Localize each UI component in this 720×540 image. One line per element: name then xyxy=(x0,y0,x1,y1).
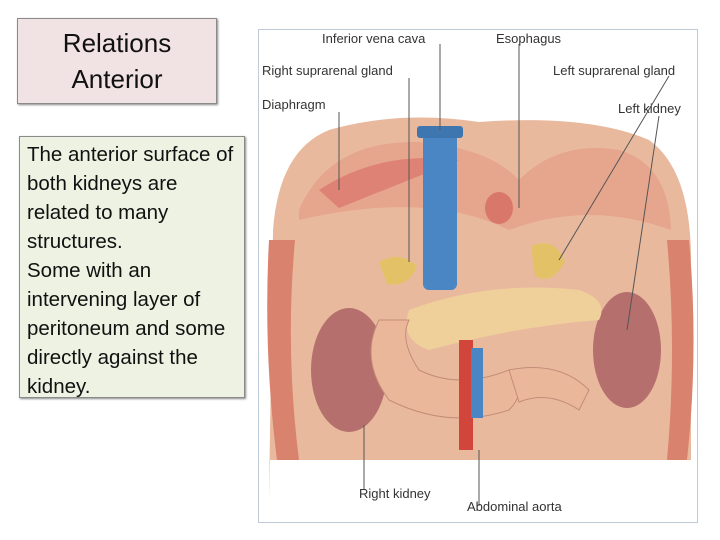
label-esophagus: Esophagus xyxy=(496,31,561,46)
label-right-kidney: Right kidney xyxy=(359,486,431,501)
label-left-kidney: Left kidney xyxy=(618,101,681,116)
lower-vein xyxy=(471,348,483,418)
body-paragraph-2: Some with an intervening layer of perito… xyxy=(27,256,240,401)
label-left-suprarenal-gland: Left suprarenal gland xyxy=(553,63,675,78)
label-diaphragm: Diaphragm xyxy=(262,97,326,112)
slide-title-box: Relations Anterior xyxy=(17,18,217,104)
title-line-2: Anterior xyxy=(63,61,171,97)
label-right-suprarenal-gland: Right suprarenal gland xyxy=(262,63,393,78)
slide-body-box: The anterior surface of both kidneys are… xyxy=(19,136,245,398)
label-abdominal-aorta: Abdominal aorta xyxy=(467,499,562,514)
ivc-shape xyxy=(423,130,457,290)
aorta-shape xyxy=(459,340,473,450)
esophagus-shape xyxy=(485,192,513,224)
label-inferior-vena-cava: Inferior vena cava xyxy=(322,31,425,46)
left-kidney-shape xyxy=(593,292,661,408)
body-paragraph-1: The anterior surface of both kidneys are… xyxy=(27,140,240,256)
slide-title: Relations Anterior xyxy=(63,25,171,97)
anatomy-figure: Inferior vena cava Esophagus Right supra… xyxy=(258,29,698,523)
title-line-1: Relations xyxy=(63,25,171,61)
